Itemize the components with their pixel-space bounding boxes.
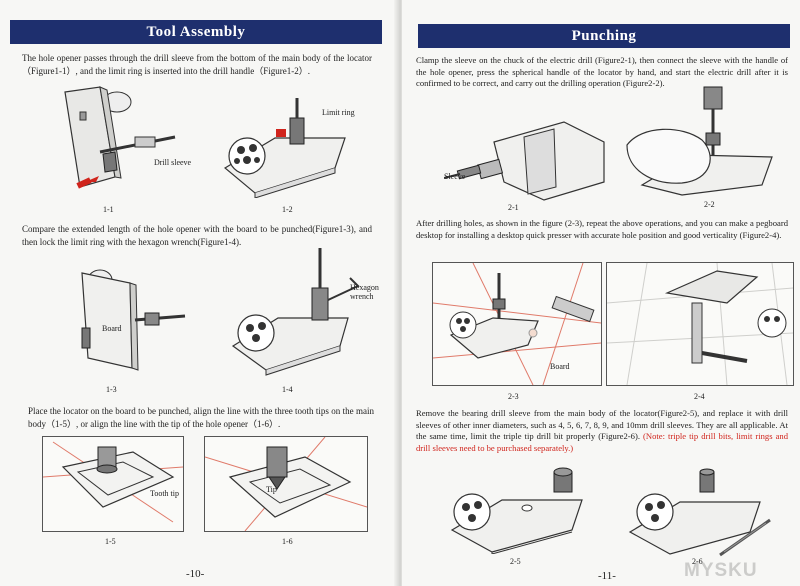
caption-1-5: 1-5 bbox=[105, 537, 116, 546]
label-drill-sleeve: Drill sleeve bbox=[154, 158, 192, 167]
paragraph-1: The hole opener passes through the drill… bbox=[22, 53, 372, 76]
figure-1-3 bbox=[81, 269, 186, 371]
section-header-punching: Punching bbox=[418, 24, 790, 48]
figure-1-4 bbox=[231, 248, 360, 376]
label-hexagon-wrench: Hexagon wrench bbox=[350, 283, 379, 301]
caption-2-1: 2-1 bbox=[508, 203, 519, 212]
page-number-left: -10- bbox=[186, 568, 205, 580]
purchase-note: (Note: triple tip drill bits, limit ring… bbox=[416, 431, 789, 453]
caption-1-6: 1-6 bbox=[282, 537, 293, 546]
paragraph-3-right: Remove the bearing drill sleeve from the… bbox=[416, 408, 788, 454]
figure-1-6 bbox=[204, 436, 368, 532]
figure-1-1 bbox=[64, 86, 176, 189]
label-limit-ring: Limit ring bbox=[322, 108, 355, 117]
caption-2-2: 2-2 bbox=[704, 200, 715, 209]
figure-2-5 bbox=[450, 467, 583, 554]
caption-1-3: 1-3 bbox=[106, 385, 117, 394]
figure-2-4 bbox=[606, 262, 794, 386]
caption-2-5: 2-5 bbox=[510, 557, 521, 566]
label-board: Board bbox=[102, 324, 122, 333]
watermark: MYSKU bbox=[684, 560, 758, 581]
figure-2-1 bbox=[444, 121, 605, 201]
paragraph-3-text: Remove the bearing drill sleeve from the… bbox=[416, 408, 788, 441]
paragraph-1-right: Clamp the sleeve on the chuck of the ele… bbox=[416, 55, 788, 88]
figure-1-5 bbox=[42, 436, 184, 532]
caption-1-1: 1-1 bbox=[103, 205, 114, 214]
figure-2-2 bbox=[626, 86, 773, 196]
page-right: Punching Clamp the sleeve on the chuck o… bbox=[402, 0, 800, 586]
caption-2-4: 2-4 bbox=[694, 392, 705, 401]
figure-1-2 bbox=[223, 98, 346, 198]
paragraph-2-right: After drilling holes, as shown in the fi… bbox=[416, 218, 788, 240]
paragraph-2: Compare the extended length of the hole … bbox=[22, 224, 372, 247]
figure-2-6 bbox=[628, 468, 771, 557]
caption-2-6: 2-6 bbox=[692, 557, 703, 566]
label-board-right: Board bbox=[550, 362, 570, 371]
label-tip: Tip bbox=[266, 485, 277, 494]
label-tooth-tip: Tooth tip bbox=[150, 489, 179, 498]
figure-2-3 bbox=[432, 262, 602, 386]
paragraph-3: Place the locator on the board to be pun… bbox=[28, 406, 374, 429]
caption-1-2: 1-2 bbox=[282, 205, 293, 214]
caption-2-3: 2-3 bbox=[508, 392, 519, 401]
caption-1-4: 1-4 bbox=[282, 385, 293, 394]
page-left: Tool Assembly The hole opener passes thr… bbox=[0, 0, 398, 586]
label-sleeve: Sleeve bbox=[444, 172, 466, 181]
page-number-right: -11- bbox=[598, 570, 616, 582]
section-header-tool-assembly: Tool Assembly bbox=[10, 20, 382, 44]
